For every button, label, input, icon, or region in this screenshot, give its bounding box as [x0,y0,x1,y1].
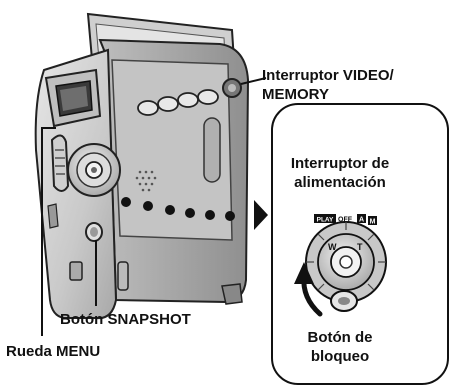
camera-power-dial[interactable] [67,143,121,197]
menu-wheel[interactable] [50,134,70,192]
label-snapshot-button: Botón SNAPSHOT [60,311,191,328]
label-video-memory-line2: MEMORY [262,86,329,103]
label-power-switch-line2: alimentación [294,174,386,191]
dial-mark-off: OFF [338,217,353,224]
dotted-leader [121,197,235,221]
dial-mark-play: PLAY [317,217,334,224]
label-power-switch-line1: Interruptor de [290,155,390,172]
dial-mark-auto: A [359,217,364,224]
svg-text:W: W [328,242,337,252]
speaker-grille [135,170,157,192]
svg-text:T: T [357,242,363,252]
label-video-memory-line1: Interruptor VIDEO/ [262,67,394,84]
detail-lock-button[interactable] [330,290,358,312]
label-lock-button-line2: bloqueo [310,348,370,365]
detail-pointer-icon [254,200,268,230]
snapshot-button-shape[interactable] [85,222,103,242]
camcorder [34,12,250,320]
label-menu-wheel: Rueda MENU [6,343,101,360]
label-power-switch: Interruptor de alimentación [280,154,400,192]
rotate-arrow-icon [294,262,323,317]
label-lock-button: Botón de bloqueo [300,328,380,366]
label-lock-button-line1: Botón de [307,329,373,346]
label-video-memory-switch: Interruptor VIDEO/ MEMORY [262,66,394,104]
mode-buttons [137,89,219,116]
detail-power-dial[interactable]: W T [305,221,387,303]
dial-mark-manual: M [370,219,376,226]
dial-mode-marks: PLAY OFF A M [314,214,377,226]
